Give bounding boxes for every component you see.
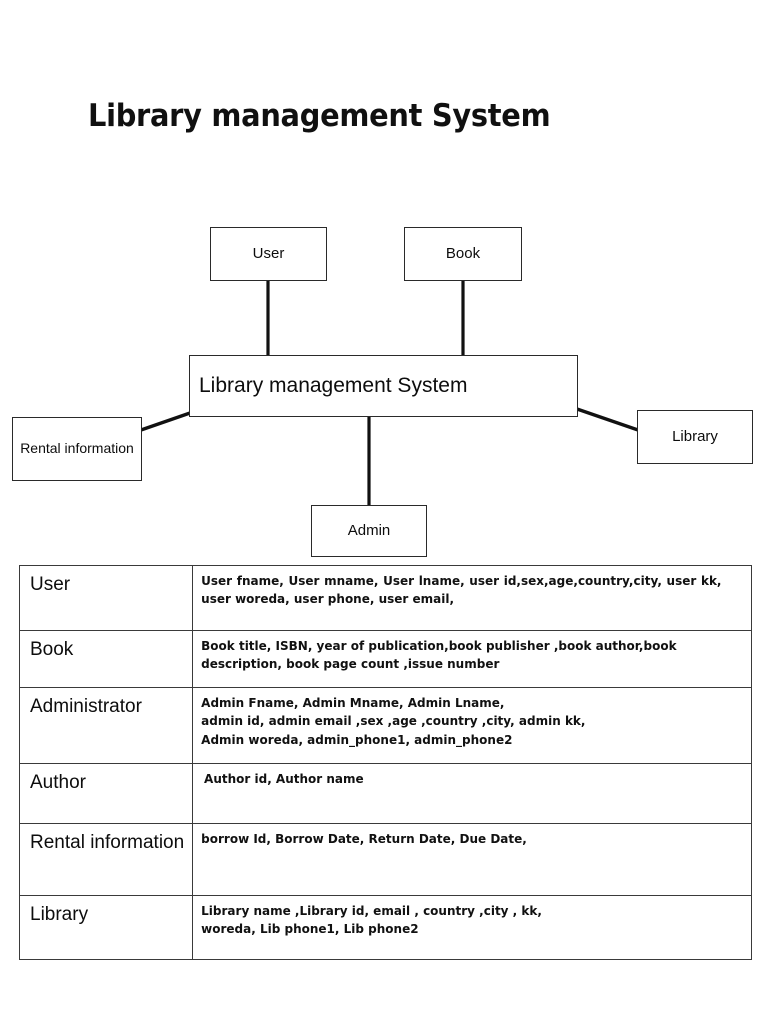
table-row: User User fname, User mname, User lname,… — [19, 565, 752, 631]
table-row: Library Library name ,Library id, email … — [19, 895, 752, 960]
entity-attribute-table: User User fname, User mname, User lname,… — [19, 565, 752, 960]
diagram-node-admin[interactable]: Admin — [311, 505, 427, 557]
table-cell-entity-name: Administrator — [19, 687, 193, 764]
diagram-connector-lines — [140, 281, 639, 506]
diagram-node-rental-information[interactable]: Rental information — [12, 417, 142, 481]
diagram-node-user[interactable]: User — [210, 227, 327, 281]
table-cell-attributes: Author id, Author name — [192, 763, 730, 824]
connector-center-to-rental — [140, 411, 191, 432]
diagram-node-library[interactable]: Library — [637, 410, 753, 464]
table-row: Book Book title, ISBN, year of publicati… — [19, 630, 752, 688]
diagram-node-rental-label: Rental information — [20, 440, 134, 457]
page-title: Library management System — [88, 98, 551, 134]
table-cell-entity-name: Rental information — [19, 823, 193, 896]
table-row: Administrator Admin Fname, Admin Mname, … — [19, 687, 752, 764]
diagram-node-book[interactable]: Book — [404, 227, 522, 281]
connector-center-to-library — [576, 407, 639, 432]
diagram-node-book-label: Book — [445, 244, 481, 262]
entity-relationship-diagram: User Book Library management System Rent… — [12, 227, 753, 557]
table-cell-entity-name: Author — [19, 763, 193, 824]
diagram-node-library-label: Library — [672, 427, 718, 445]
table-cell-entity-name: Book — [19, 630, 193, 688]
table-cell-attributes: Admin Fname, Admin Mname, Admin Lname,ad… — [192, 687, 730, 764]
table-row: Author Author id, Author name — [19, 763, 752, 824]
diagram-node-library-management-system[interactable]: Library management System — [189, 355, 578, 417]
diagram-node-admin-label: Admin — [347, 521, 391, 539]
table-cell-attributes: Book title, ISBN, year of publication,bo… — [192, 630, 730, 688]
table-cell-attributes: User fname, User mname, User lname, user… — [192, 565, 730, 631]
table-cell-entity-name: User — [19, 565, 193, 631]
diagram-node-center-label: Library management System — [199, 373, 468, 397]
diagram-node-user-label: User — [252, 244, 285, 262]
table-cell-attributes: Library name ,Library id, email , countr… — [192, 895, 730, 960]
table-cell-attributes: borrow Id, Borrow Date, Return Date, Due… — [192, 823, 730, 896]
table-cell-entity-name: Library — [19, 895, 193, 960]
table-row: Rental information borrow Id, Borrow Dat… — [19, 823, 752, 896]
